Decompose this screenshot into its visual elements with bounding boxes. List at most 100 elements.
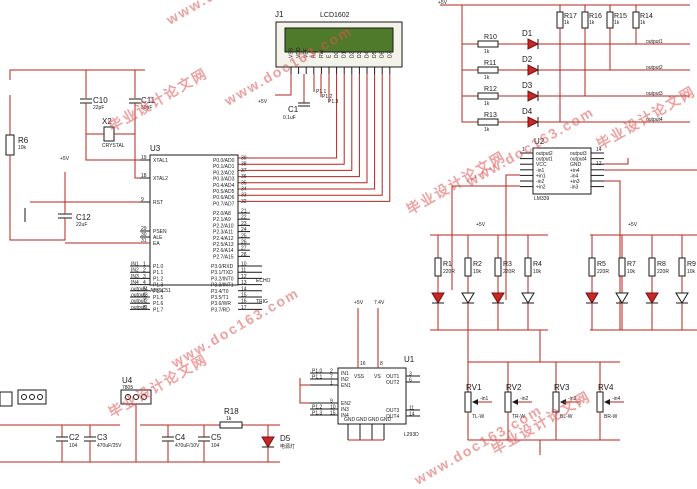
c1-ref: C1: [288, 105, 299, 114]
l293-in-net: P1.2: [312, 405, 323, 411]
sensor-a-value: 10k: [473, 269, 482, 275]
ir-receiver-diode: [521, 292, 535, 304]
mcu-p0-number: 37: [241, 168, 247, 174]
l293-in-net: P1.1: [312, 375, 323, 381]
sensor-b-ref: R8: [657, 261, 666, 268]
ir-emitter-led: [585, 292, 599, 304]
l293-left-number: 15: [330, 411, 336, 417]
l293-left-number: 9: [330, 399, 333, 405]
led-row-resistor-ref: R13: [484, 112, 497, 119]
led-ref: D2: [522, 55, 533, 64]
lm339-left-label: +in2: [536, 185, 546, 191]
supply-cap-value: 104: [69, 443, 78, 449]
mcu-p3-label: P3.3/INT1: [211, 283, 234, 289]
mcu-p2-number: 25: [241, 233, 247, 239]
pot-wiper-icon: [604, 399, 610, 405]
mcu-p2-label: P2.3/A11: [213, 230, 233, 236]
r6-value: 10k: [18, 145, 27, 151]
lm339-right-label: output4: [570, 157, 587, 163]
sensor-a-ref: R4: [533, 261, 542, 268]
mcu-p2-number: 27: [241, 246, 247, 252]
led-row-feed: [461, 5, 478, 45]
mcu-left-pin-number: 19: [141, 155, 147, 161]
mcu-p1-net: output1: [131, 305, 148, 311]
u1-vcc-label: +5V: [354, 300, 364, 306]
sensor-a-value: 10k: [533, 269, 542, 275]
mcu-left-pin-number: 31: [141, 238, 147, 244]
lm339-right-label: +in3: [570, 179, 580, 185]
mcu-echo-net: ECHO: [256, 278, 271, 284]
mcu-p1-label: P1.6: [153, 301, 164, 307]
mcu-p2-label: P2.2/A10: [213, 223, 234, 229]
pot-value: TR-W: [512, 414, 525, 420]
mcu-p1-number: 1: [143, 262, 146, 268]
lcd-data-wire: [238, 74, 391, 202]
pullup-value: 1k: [640, 20, 646, 26]
lm339-right-label: output3: [570, 151, 587, 157]
led-row-resistor: [477, 92, 499, 100]
mcu-p1-number: 2: [143, 268, 146, 274]
c11-ref: C11: [141, 96, 156, 105]
mcu-p1-net: output4: [131, 286, 148, 292]
l293-left-label: IN1: [341, 371, 349, 377]
ir-receiver-diode: [461, 292, 475, 304]
pot-net: -in2: [520, 396, 529, 402]
mcu-p3-label: P3.0/RXD: [211, 264, 234, 270]
mcu-left-pin-number: 9: [141, 197, 144, 203]
sensor-b-ref: R5: [597, 261, 606, 268]
led-row-resistor: [477, 118, 499, 126]
u2-ref: U2: [534, 137, 545, 146]
u1-motor-label: 7.4V: [374, 300, 385, 306]
sensor-a-resistor: [464, 257, 472, 277]
mcu-p0-number: 36: [241, 174, 247, 180]
led-diode: [527, 90, 540, 102]
lcd-rs-net: P1.2: [322, 94, 333, 100]
mcu-p3-label: P3.4/T0: [211, 289, 229, 295]
l293-top-number: 16: [360, 361, 366, 367]
lm339-pin-num: 12: [596, 161, 602, 167]
supply-resistor-ref: R18: [224, 407, 239, 416]
reset-vcc-label: +5V: [60, 156, 70, 162]
l293-right-number: 6: [409, 378, 412, 384]
sensor-a-value: 220R: [443, 269, 455, 275]
lcd-data-wire: [238, 74, 376, 190]
lm339-right-label: -in3: [570, 185, 579, 191]
mcu-p3-label: P3.7/RD: [211, 307, 230, 313]
r6-ref: R6: [18, 136, 29, 145]
sensor-b-ref: R9: [687, 261, 696, 268]
pullup-ref: R14: [640, 13, 653, 20]
pot-ref: RV1: [466, 383, 482, 392]
mcu-p1-net: IN3: [131, 274, 139, 280]
mcu-p0-number: 38: [241, 162, 247, 168]
led-row-resistor-value: 1k: [484, 127, 490, 133]
l293-gnd-label: GND: [380, 417, 392, 423]
crystal-circuit: C10 22pF C11 30pF X2 CRYSTAL: [9, 69, 156, 179]
l293-in-net: P1.0: [312, 369, 323, 375]
l293-gnd-label: GND: [356, 417, 368, 423]
l293-right-label: OUT1: [386, 374, 400, 380]
lm339-gnd-wire: [604, 158, 629, 165]
sensor-a-ref: R1: [443, 261, 452, 268]
mcu-left-pin-label: PSEN: [153, 229, 167, 235]
l293-left-label: EN2: [341, 401, 351, 407]
lcd-pin-label: D5: [372, 51, 378, 58]
mcu-p3-label: P3.5/T1: [211, 295, 229, 301]
sensor-b-value: 10k: [627, 269, 636, 275]
mcu-p2-label: P2.0/A8: [213, 211, 231, 217]
mcu-p3-number: 16: [241, 299, 247, 305]
u3-ref: U3: [150, 144, 161, 153]
l293-right-number: 14: [409, 412, 415, 418]
watermark-text: 毕业设计论文网: [106, 65, 211, 135]
supply-cap-ref: C3: [97, 433, 108, 442]
l293-right-label: OUT3: [386, 408, 400, 414]
supply-cap-value: 470uF/10V: [175, 443, 200, 449]
u4-ref: U4: [122, 376, 133, 385]
mcu-p0-number: 39: [241, 156, 247, 162]
mcu-p0-label: P0.2/AD2: [213, 170, 235, 176]
pullup-ref: R16: [589, 13, 602, 20]
threshold-pots: RV1TL-W-in1RV2TR-W-in2RV3BL-W-in3RV4BR-W…: [464, 330, 624, 455]
mcu-p2-number: 21: [241, 209, 247, 215]
x2-ref: X2: [102, 117, 112, 126]
c1-value: 0.1uF: [283, 115, 296, 121]
